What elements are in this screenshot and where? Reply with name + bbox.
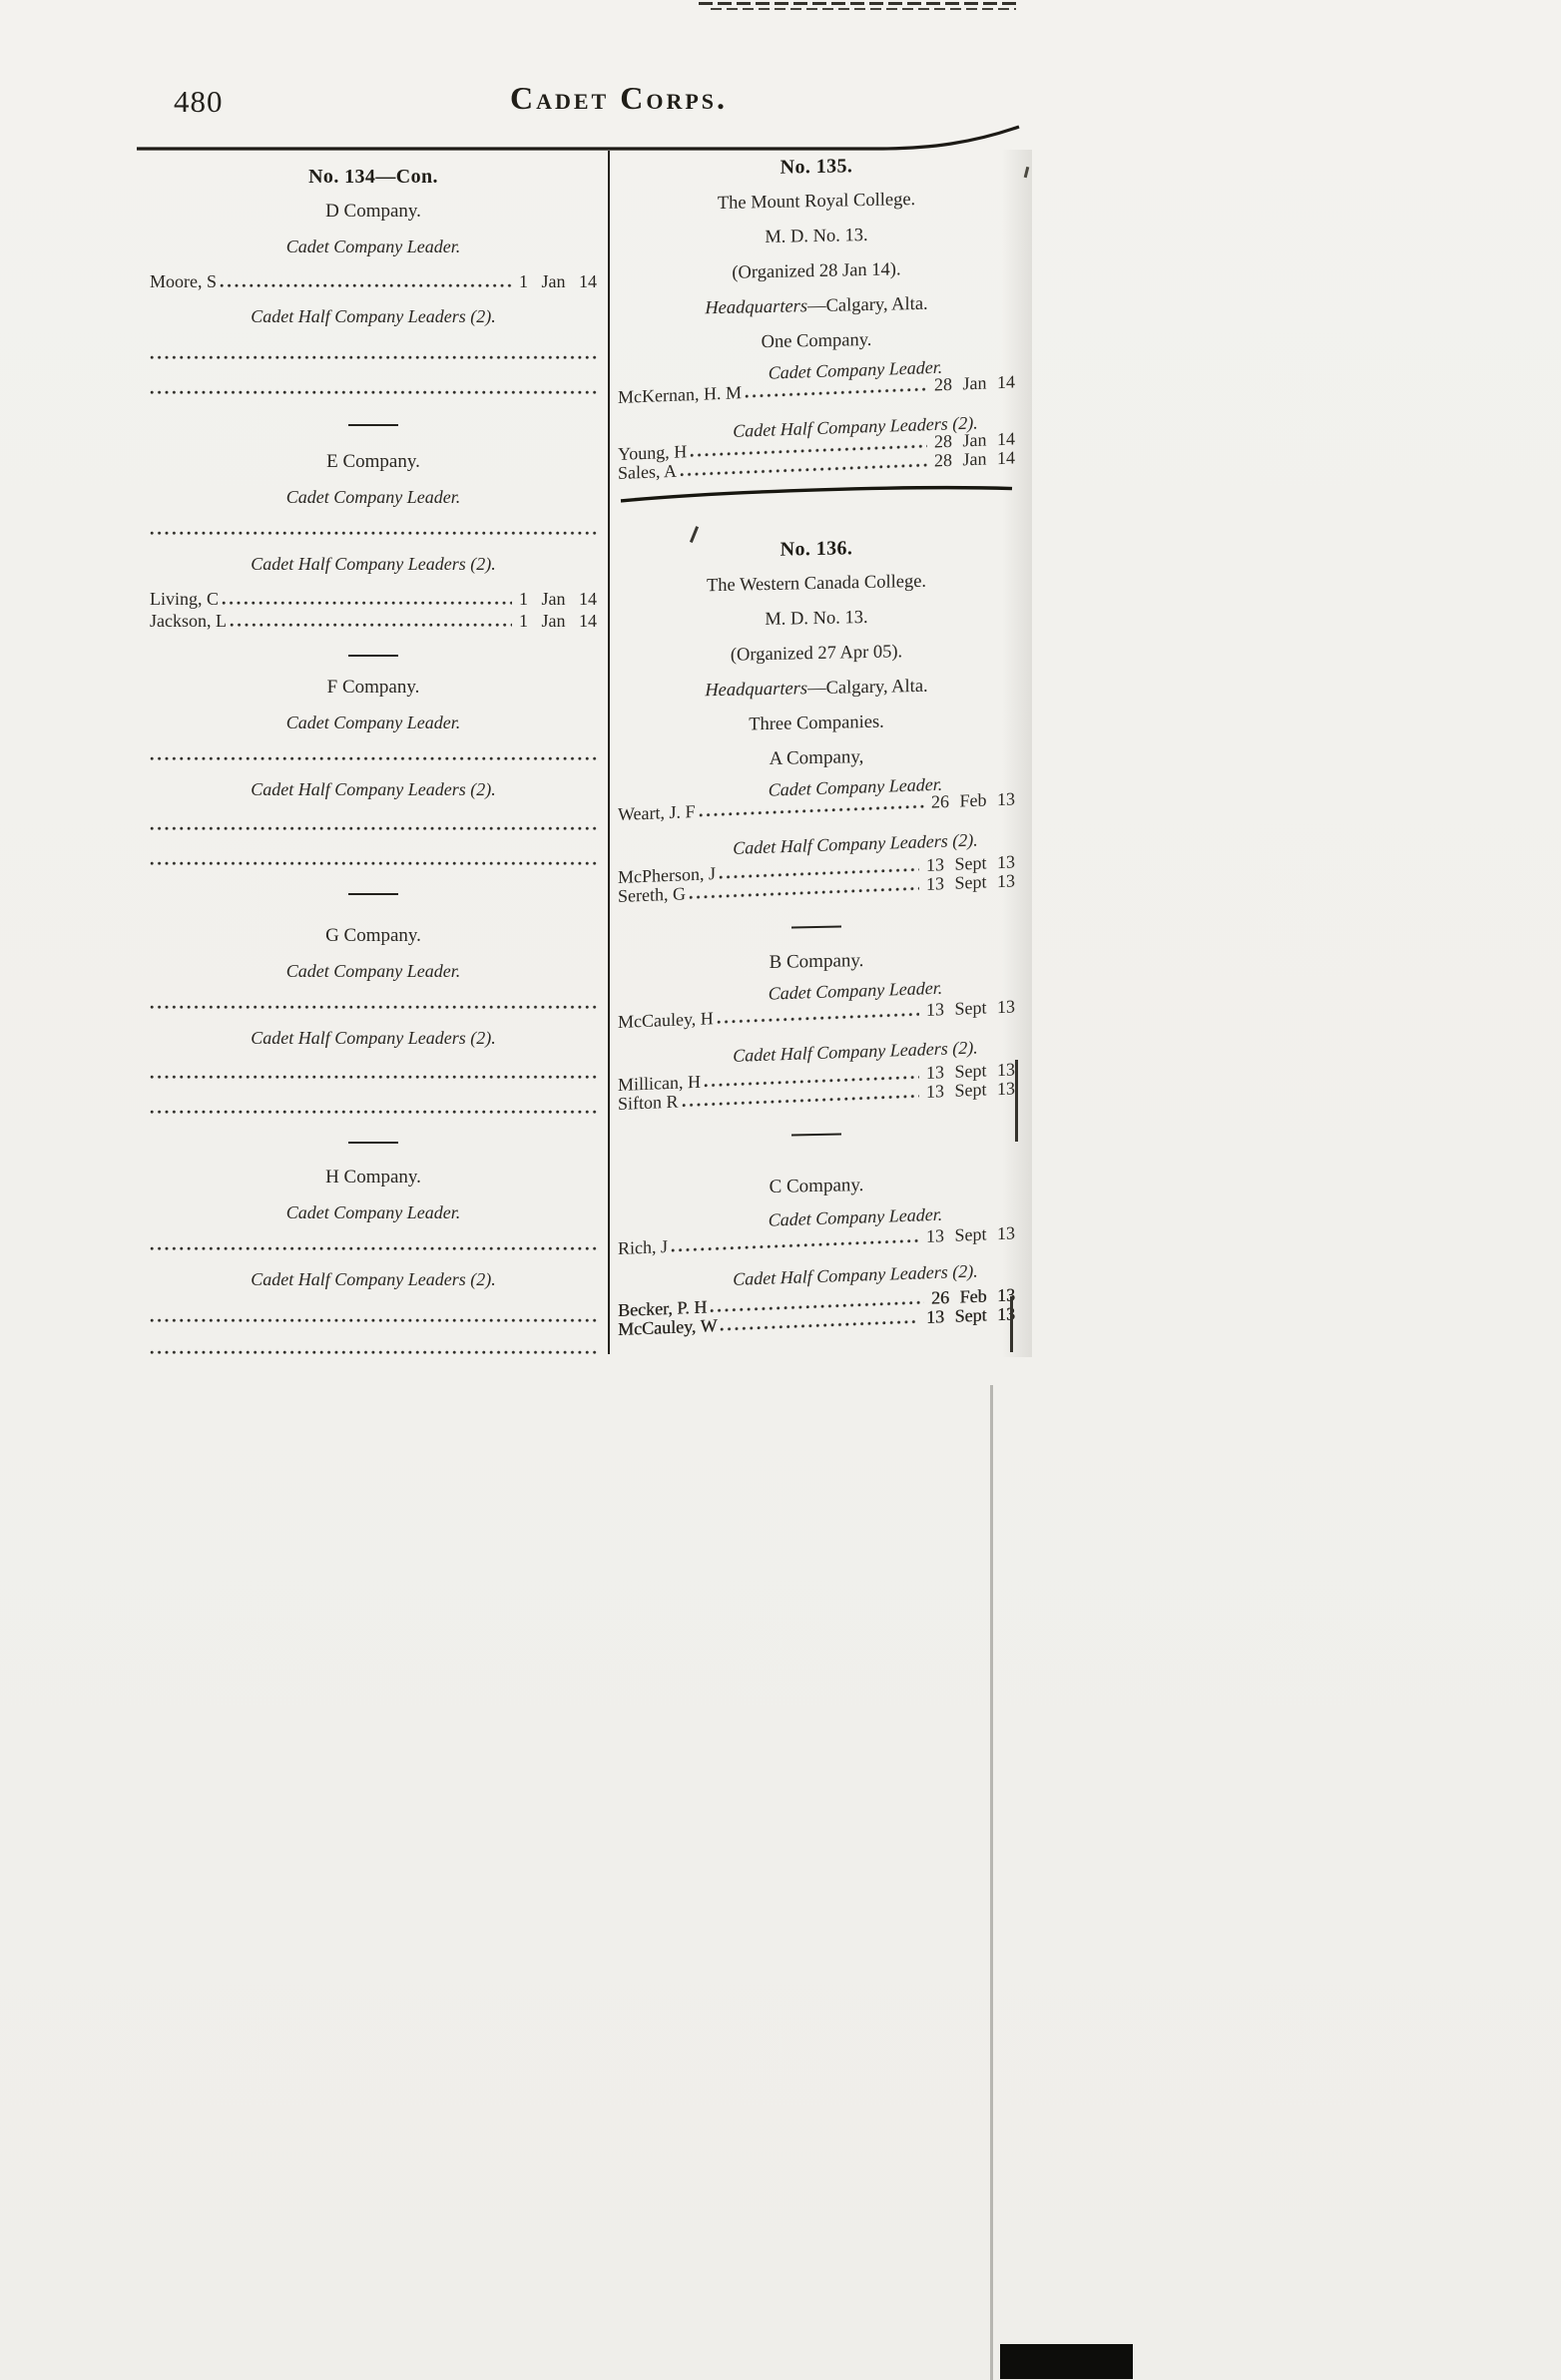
blank-entry-line bbox=[150, 743, 597, 765]
company-heading-d: D Company. bbox=[325, 201, 421, 222]
company-heading-a: A Company, bbox=[769, 746, 864, 769]
company-divider bbox=[150, 883, 597, 905]
cadet-name: McCauley, H bbox=[618, 1008, 714, 1032]
cadet-name: McCauley, W bbox=[618, 1315, 718, 1339]
headquarters-label: Headquarters bbox=[705, 296, 808, 319]
scan-artifact-top-line bbox=[699, 2, 1016, 5]
right-column: No. 135. The Mount Royal College. M. D. … bbox=[618, 152, 1015, 1340]
dotted-leader bbox=[680, 462, 927, 478]
dotted-leader bbox=[716, 1012, 919, 1026]
blank-entry-line bbox=[150, 1097, 597, 1119]
role-label: Cadet Half Company Leaders (2). bbox=[251, 1269, 496, 1289]
company-heading-g: G Company. bbox=[325, 925, 421, 946]
scan-artifact-edge-mark bbox=[1015, 1060, 1018, 1142]
company-heading-c: C Company. bbox=[769, 1175, 864, 1197]
role-label: Cadet Half Company Leaders (2). bbox=[251, 1028, 496, 1048]
scan-artifact-edge-mark bbox=[1010, 1296, 1013, 1352]
role-label: Cadet Half Company Leaders (2). bbox=[251, 554, 496, 574]
college-name: The Western Canada College. bbox=[706, 571, 927, 597]
cadet-name: Sifton R bbox=[618, 1091, 679, 1114]
organized-date: (Organized 28 Jan 14). bbox=[732, 259, 901, 283]
cadet-name: Rich, J bbox=[618, 1236, 669, 1258]
role-label: Cadet Company Leader. bbox=[285, 961, 461, 981]
military-district: M. D. No. 13. bbox=[765, 225, 868, 248]
blank-entry-line bbox=[150, 377, 597, 399]
role-label: Cadet Company Leader. bbox=[285, 487, 461, 507]
company-divider bbox=[150, 1132, 597, 1154]
cadet-name: Sereth, G bbox=[618, 883, 686, 906]
cadet-name: Jackson, L bbox=[150, 611, 227, 631]
blank-entry-line bbox=[150, 813, 597, 835]
appointment-date: 1 Jan 14 bbox=[519, 611, 597, 631]
cadet-name: Sales, A bbox=[618, 460, 678, 483]
company-heading-b: B Company. bbox=[769, 950, 864, 973]
cadet-name: Living, C bbox=[150, 589, 220, 609]
dotted-leader bbox=[229, 623, 512, 628]
column-divider-line bbox=[608, 151, 611, 1354]
dotted-leader bbox=[698, 803, 924, 818]
headquarters-value: —Calgary, Alta. bbox=[807, 293, 928, 317]
company-divider bbox=[150, 645, 597, 667]
header-rule bbox=[137, 125, 1020, 151]
appointment-date: 1 Jan 14 bbox=[519, 589, 597, 609]
blank-entry-line bbox=[150, 1337, 597, 1359]
headquarters-line: Headquarters—Calgary, Alta. bbox=[618, 674, 1015, 704]
role-label: Cadet Half Company Leaders (2). bbox=[251, 306, 496, 326]
company-divider bbox=[618, 912, 1015, 942]
scan-artifact-black-bar bbox=[1000, 2344, 1133, 2379]
dotted-leader bbox=[671, 1238, 919, 1253]
company-divider bbox=[150, 414, 597, 436]
blank-entry-line bbox=[150, 992, 597, 1014]
dotted-leader bbox=[744, 386, 927, 400]
left-column: No. 134—Con. D Company. Cadet Company Le… bbox=[150, 166, 597, 1359]
page-title: Cadet Corps. bbox=[509, 80, 728, 116]
dotted-leader bbox=[220, 283, 512, 288]
scan-artifact-vertical-line bbox=[990, 1385, 993, 2380]
cadet-name: Moore, S bbox=[150, 271, 217, 291]
companies-count: Three Companies. bbox=[749, 712, 884, 735]
cadet-entry: Moore, S 1 Jan 14 bbox=[150, 270, 597, 292]
section-end-rule bbox=[618, 482, 1015, 512]
section-heading: No. 136. bbox=[780, 537, 853, 561]
page-number: 480 bbox=[174, 84, 224, 119]
cadet-name: McKernan, H. M bbox=[618, 382, 742, 407]
dotted-leader bbox=[688, 886, 919, 901]
scan-artifact-top-line bbox=[711, 8, 1016, 10]
dotted-leader bbox=[222, 601, 512, 606]
military-district: M. D. No. 13. bbox=[765, 607, 868, 631]
headquarters-label: Headquarters bbox=[705, 679, 808, 702]
company-heading-e: E Company. bbox=[326, 451, 420, 472]
companies-count: One Company. bbox=[761, 329, 872, 353]
college-name: The Mount Royal College. bbox=[717, 190, 916, 214]
role-label: Cadet Half Company Leaders (2). bbox=[251, 779, 496, 799]
blank-entry-line bbox=[150, 1305, 597, 1327]
blank-entry-line bbox=[150, 848, 597, 870]
blank-entry-line bbox=[150, 518, 597, 540]
blank-entry-line bbox=[150, 1233, 597, 1255]
company-divider bbox=[618, 1120, 1015, 1150]
role-label: Cadet Company Leader. bbox=[285, 1202, 461, 1222]
organized-date: (Organized 27 Apr 05). bbox=[730, 642, 903, 666]
role-label: Cadet Company Leader. bbox=[285, 237, 461, 256]
headquarters-line: Headquarters—Calgary, Alta. bbox=[618, 291, 1015, 321]
dotted-leader bbox=[720, 1319, 919, 1332]
cadet-entry: Living, C 1 Jan 14 bbox=[150, 588, 597, 610]
company-heading-f: F Company. bbox=[326, 677, 420, 698]
role-label: Cadet Company Leader. bbox=[285, 713, 461, 732]
cadet-name: Weart, J. F bbox=[618, 800, 696, 824]
company-heading-h: H Company. bbox=[325, 1167, 421, 1188]
cadet-entry: Jackson, L 1 Jan 14 bbox=[150, 610, 597, 632]
headquarters-value: —Calgary, Alta. bbox=[807, 676, 928, 700]
page-gutter-shadow bbox=[1002, 150, 1032, 1357]
blank-entry-line bbox=[150, 342, 597, 364]
section-heading: No. 134—Con. bbox=[308, 166, 438, 188]
appointment-date: 1 Jan 14 bbox=[519, 271, 597, 291]
blank-entry-line bbox=[150, 1062, 597, 1084]
dotted-leader bbox=[681, 1094, 919, 1109]
